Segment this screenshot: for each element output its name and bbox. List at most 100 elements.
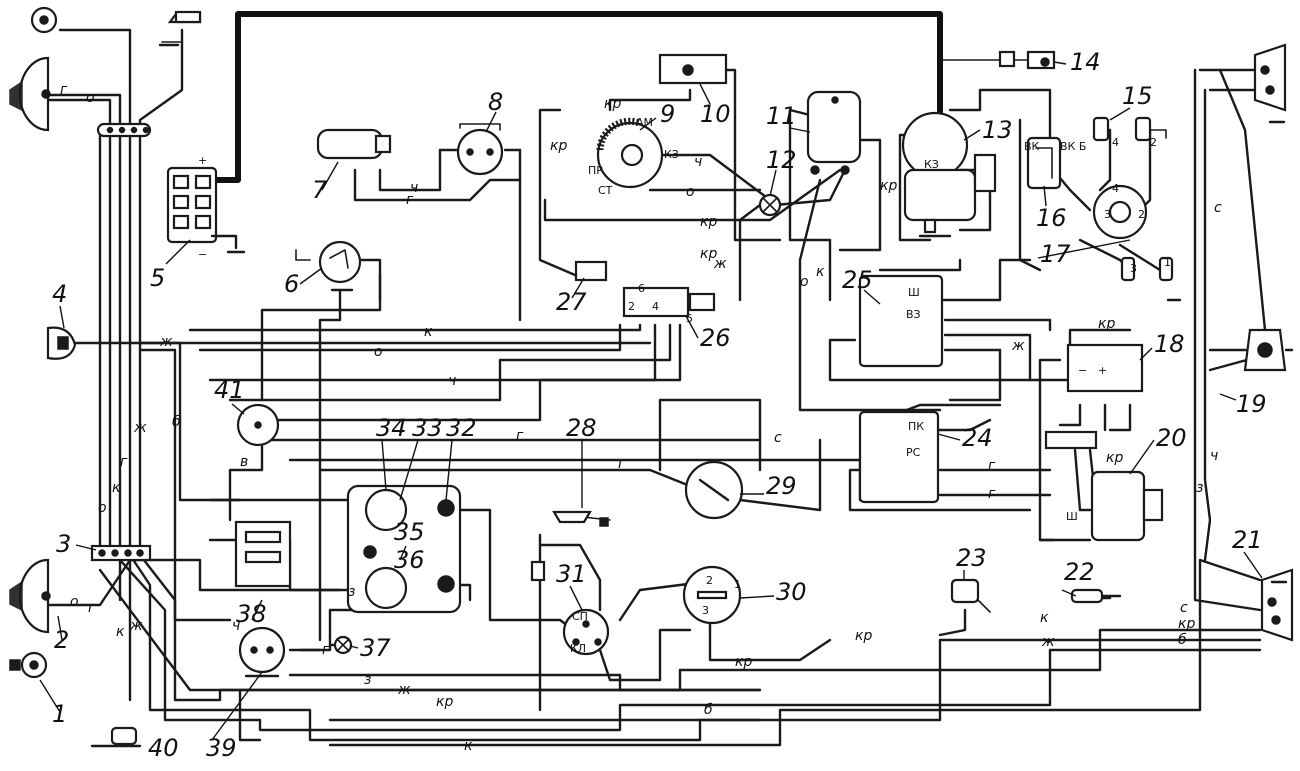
component-label: 18 <box>1154 330 1185 358</box>
terminal-label: 2 <box>628 300 635 313</box>
component-label: 24 <box>962 424 993 452</box>
component-label: 33 <box>412 414 443 442</box>
horn-icon <box>161 10 202 43</box>
headlight-icon <box>9 56 51 132</box>
wire-code: ж <box>397 682 411 698</box>
component-label: 30 <box>776 578 807 606</box>
wire-code: о <box>800 274 809 290</box>
wire-code: о <box>374 344 383 360</box>
component-label: 29 <box>766 472 797 500</box>
wire-code: кр <box>700 214 717 230</box>
wire-code: ч <box>410 180 418 196</box>
component-label: 12 <box>766 146 797 174</box>
component-label: 11 <box>766 102 797 130</box>
wire-code: г <box>88 600 96 616</box>
wire-code: ч <box>694 154 702 170</box>
terminal-label: 1 <box>734 578 741 591</box>
component-label: 6 <box>284 270 299 298</box>
component-label: 26 <box>700 324 731 352</box>
svg-text:−: − <box>198 248 207 261</box>
starter-motor <box>901 111 997 238</box>
terminal-label: 2 <box>1150 136 1157 149</box>
headlight-icon <box>9 651 48 679</box>
wire-code: с <box>1180 600 1188 616</box>
wire-code: к <box>464 738 473 754</box>
lamp-icon <box>758 193 782 217</box>
sensor-icon <box>90 726 142 748</box>
switch-icon <box>552 510 609 527</box>
wire-code: кр <box>550 138 567 154</box>
component-label: 14 <box>1070 48 1101 76</box>
wire-code: кр <box>735 654 752 670</box>
wire-code: кр <box>1178 616 1195 632</box>
terminal-label: ПР <box>588 164 603 177</box>
switch-icon <box>684 460 744 520</box>
component-label: 35 <box>394 518 425 546</box>
svg-text:+: + <box>198 154 207 167</box>
voltage-regulator <box>1066 343 1144 393</box>
wire-code: г <box>60 82 68 98</box>
wire-code: б <box>704 702 713 718</box>
component-label: 1 <box>52 700 67 728</box>
wire-code: с <box>1214 200 1222 216</box>
component-label: 19 <box>1236 390 1267 418</box>
wire-code: к <box>116 624 125 640</box>
wire-code: ж <box>133 420 147 436</box>
terminal-label: АМ <box>636 116 653 129</box>
ammeter-gauge <box>596 117 664 189</box>
terminal-label: СП <box>572 610 588 623</box>
wire-code: г <box>516 428 524 444</box>
wire-code: кр <box>1106 450 1123 466</box>
headlight-icon <box>9 558 51 634</box>
relay-box <box>858 410 940 504</box>
wire-code: кр <box>604 96 621 112</box>
component-label: 39 <box>206 734 237 762</box>
fuse-block <box>622 286 716 318</box>
component-label: 38 <box>236 600 267 628</box>
wire-code: ч <box>448 373 456 389</box>
wire-code: кр <box>1098 316 1115 332</box>
tail-lamp-icon <box>1253 43 1287 112</box>
component-label: 8 <box>488 88 503 116</box>
wire-code: кр <box>700 246 717 262</box>
terminal-label: РС <box>906 446 921 459</box>
sensor-icon <box>950 578 991 613</box>
fuse-icon <box>530 560 546 582</box>
wire-code: г <box>618 456 626 472</box>
component-label: 20 <box>1156 424 1187 452</box>
wire-code: о <box>98 500 107 516</box>
component-label: 15 <box>1122 82 1153 110</box>
wire-code: г <box>120 454 128 470</box>
distributor <box>1092 184 1148 240</box>
component-label: 16 <box>1036 204 1067 232</box>
terminal-label: 4 <box>1112 182 1119 195</box>
wire-code: г <box>322 642 330 658</box>
terminal-label: + <box>1098 364 1107 377</box>
starter-relay <box>1044 430 1164 542</box>
wire-code: ж <box>1041 634 1055 650</box>
wire-code: в <box>240 454 248 470</box>
sidelight-icon <box>30 6 58 34</box>
wire-code: ж <box>159 334 173 350</box>
wire-code: о <box>686 184 695 200</box>
switch-icon <box>295 240 362 284</box>
wire-code: кр <box>855 628 872 644</box>
terminal-label: Ш <box>908 286 920 299</box>
lamp-icon <box>333 635 353 655</box>
horn-icon <box>46 326 77 360</box>
component-label: 5 <box>150 264 165 292</box>
terminal-label: 2 <box>706 574 713 587</box>
lamp-icon <box>236 403 280 447</box>
terminal-label: СТ <box>598 184 613 197</box>
terminal-label: − <box>1078 364 1087 377</box>
component-label: 37 <box>360 634 391 662</box>
terminal-label: 3 <box>1130 262 1137 275</box>
component-label: 32 <box>446 414 477 442</box>
wire-code: к <box>816 264 825 280</box>
component-label: 34 <box>376 414 407 442</box>
component-label: 21 <box>1232 526 1263 554</box>
wire-code: б <box>172 414 181 430</box>
